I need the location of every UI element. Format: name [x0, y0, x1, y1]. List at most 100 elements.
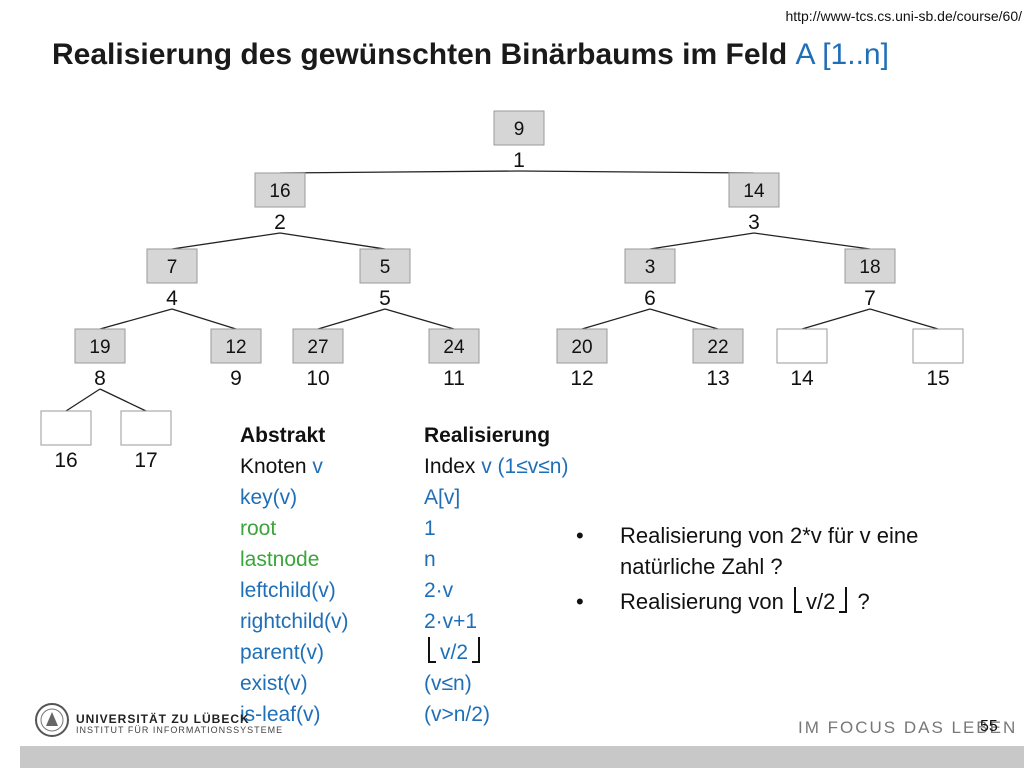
node-key-label: 20	[571, 337, 592, 358]
node-index-label: 13	[706, 367, 729, 390]
bullet-item: • Realisierung von v/2 ?	[576, 586, 976, 617]
tree-edge	[801, 308, 871, 330]
node-index-label: 14	[790, 367, 814, 390]
knoten-label: Knoten	[240, 455, 313, 478]
node-index-label: 4	[166, 287, 178, 310]
bullet-text-2-post: ?	[857, 589, 870, 614]
node-index-label: 7	[864, 287, 876, 310]
tree-edge	[171, 308, 237, 330]
bullet-text-2-pre: Realisierung von	[620, 589, 784, 614]
node-index-label: 3	[748, 211, 760, 234]
tree-edge	[753, 232, 871, 250]
row-leftchild: leftchild(v)	[240, 579, 336, 602]
node-key-label: 14	[743, 181, 765, 202]
tree-node	[210, 328, 262, 364]
realisierung-column: Realisierung Index v (1≤v≤n) A[v] 1 n 2·…	[424, 420, 568, 730]
row-index: Index v (1≤v≤n)	[424, 451, 568, 482]
tree-edge	[65, 388, 101, 412]
university-name: UNIVERSITÄT ZU LÜBECK	[76, 712, 250, 726]
tree-edge	[279, 232, 386, 250]
node-key-label: 3	[645, 257, 656, 278]
row-exist: exist(v)	[240, 672, 308, 695]
node-key-label: 27	[307, 337, 328, 358]
node-index-label: 16	[54, 449, 77, 472]
realisierung-header: Realisierung	[424, 424, 551, 447]
tree-node	[728, 172, 780, 208]
floor-right-bracket	[472, 637, 481, 663]
tree-edge	[171, 232, 281, 250]
node-key-label: 9	[514, 119, 525, 140]
floor-left-bracket	[428, 637, 436, 663]
abstract-column: Abstrakt Knoten v key(v) root lastnode l…	[240, 420, 349, 730]
node-key-label: 12	[225, 337, 246, 358]
institute-name: INSTITUT FÜR INFORMATIONSSYSTEME	[76, 725, 284, 735]
tree-node	[359, 248, 411, 284]
node-index-label: 2	[274, 211, 286, 234]
node-index-label: 15	[926, 367, 949, 390]
row-parent: parent(v)	[240, 641, 325, 664]
row-vlen: (v≤n)	[424, 672, 472, 695]
abstrakt-header: Abstrakt	[240, 424, 326, 447]
footer-band	[20, 746, 1024, 768]
university-seal-icon	[35, 703, 69, 737]
tree-node	[624, 248, 676, 284]
row-vgtn2: (v>n/2)	[424, 703, 490, 726]
slide-title: Realisierung des gewünschten Binärbaums …	[52, 36, 952, 74]
index-label: Index	[424, 455, 482, 478]
row-2v: 2·v	[424, 579, 454, 602]
row-key: key(v)	[240, 486, 298, 509]
tree-node	[493, 110, 545, 146]
node-key-label: 16	[269, 181, 290, 202]
node-key-label: 24	[443, 337, 465, 358]
tree-node	[912, 328, 964, 364]
title-array: A [1..n]	[795, 38, 889, 71]
tree-node	[146, 248, 198, 284]
bullet-text-1: Realisierung von 2*v für v eine natürlic…	[620, 523, 919, 579]
row-knoten: Knoten v	[240, 451, 349, 482]
node-key-label: 7	[167, 257, 178, 278]
node-index-label: 8	[94, 367, 106, 390]
row-n: n	[424, 548, 436, 571]
index-range: v (1≤v≤n)	[481, 455, 569, 478]
tree-edge	[99, 388, 147, 412]
node-key-label: 19	[89, 337, 110, 358]
tree-edge	[581, 308, 651, 330]
bullet-dot: •	[576, 523, 584, 548]
node-index-label: 9	[230, 367, 242, 390]
knoten-v: v	[312, 455, 323, 478]
node-index-label: 1	[513, 149, 525, 172]
tree-edge	[99, 308, 173, 330]
tree-edge	[518, 170, 755, 174]
row-isleaf: is-leaf(v)	[240, 703, 321, 726]
tree-node	[776, 328, 828, 364]
node-index-label: 11	[443, 367, 465, 390]
node-index-label: 17	[134, 449, 157, 472]
tree-edge	[649, 232, 755, 250]
node-index-label: 12	[570, 367, 593, 390]
tree-edge	[384, 308, 455, 330]
node-index-label: 10	[306, 367, 329, 390]
tree-edge	[279, 170, 520, 174]
row-lastnode: lastnode	[240, 548, 320, 571]
bullet-dot: •	[576, 589, 584, 614]
tree-node	[556, 328, 608, 364]
tree-node	[844, 248, 896, 284]
bullet-item: • Realisierung von 2*v für v eine natürl…	[576, 520, 976, 582]
row-root: root	[240, 517, 277, 540]
node-key-label: 18	[859, 257, 880, 278]
source-url[interactable]: http://www-tcs.cs.uni-sb.de/course/60/	[785, 8, 1022, 24]
title-main: Realisierung des gewünschten Binärbaums …	[52, 38, 788, 71]
node-key-label: 5	[380, 257, 391, 278]
node-index-label: 6	[644, 287, 656, 310]
node-key-label: 22	[707, 337, 728, 358]
tree-node	[254, 172, 306, 208]
v-half: v/2	[440, 641, 469, 664]
tree-node	[40, 410, 92, 446]
tree-node	[292, 328, 344, 364]
row-rightchild: rightchild(v)	[240, 610, 349, 633]
tree-edge	[869, 308, 939, 330]
bullet-list: • Realisierung von 2*v für v eine natürl…	[576, 520, 976, 621]
page-number: 55	[980, 718, 998, 735]
row-av: A[v]	[424, 486, 461, 509]
